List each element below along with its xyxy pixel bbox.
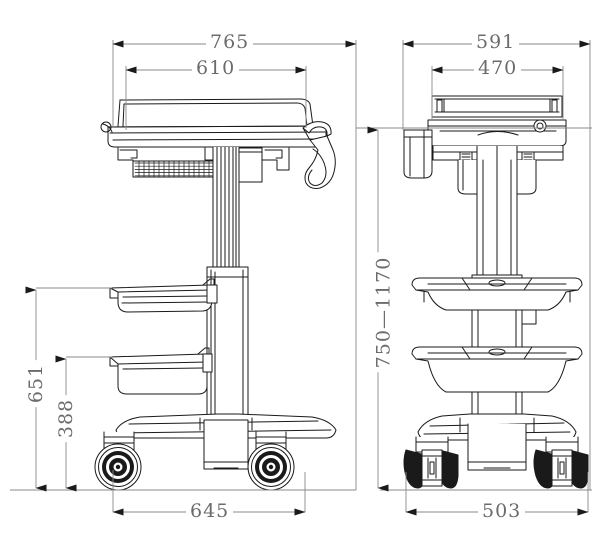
dimension-lines [10,40,592,516]
front-elevation-view [85,98,337,491]
side-worktop [427,119,567,147]
side-base [417,413,577,471]
front-caster-left [94,431,142,491]
front-caster-right [247,431,295,491]
front-accessory-hook [302,121,336,189]
front-column [206,146,249,421]
dim-label-765: 765 [206,33,254,52]
dim-label-470: 470 [474,59,522,78]
side-cup-holder [403,129,433,179]
side-caster-left [403,436,459,489]
side-elevation-view [403,95,589,489]
dim-label-645: 645 [186,502,234,521]
dim-label-503: 503 [478,502,526,521]
side-upper-shelf [411,277,583,311]
dim-label-591: 591 [472,33,520,52]
dim-label-610: 610 [192,59,240,78]
side-rear-rail [431,95,563,118]
dim-label-height-range: 750—1170 [372,252,394,373]
side-caster-right [533,436,589,489]
side-lower-shelf [411,346,583,393]
front-upper-basket [85,278,218,313]
front-lower-basket [85,347,213,395]
dim-label-651: 651 [25,359,47,408]
dim-label-388: 388 [55,394,77,443]
